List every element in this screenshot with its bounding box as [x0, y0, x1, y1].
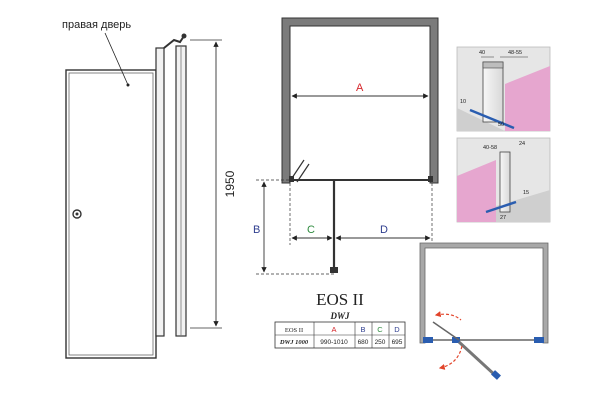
- spec-header-model: EOS II: [285, 327, 303, 334]
- spec-header-a: A: [331, 325, 336, 334]
- spec-table: EOS II A B C D DWJ 1000 990-1010 680 250…: [274, 321, 406, 349]
- door-panel-inner: [68, 72, 154, 356]
- front-view: правая дверь 1950: [62, 19, 237, 359]
- detail-mid-value-4: 27: [500, 215, 506, 221]
- detail-top-value-4: 50: [498, 122, 504, 128]
- detail-mid-value-2: 24: [519, 141, 525, 147]
- detail-mid-value-1: 40-58: [483, 145, 497, 151]
- detail-mid-wall-pink: [457, 160, 496, 222]
- detail-top-value-3: 10: [460, 99, 466, 105]
- plan-door-end: [330, 267, 338, 273]
- detail-top-profile: [482, 61, 504, 123]
- product-name: EOS II: [316, 290, 364, 309]
- spec-cell-d: 695: [392, 339, 403, 346]
- swing-hinge-right: [534, 337, 544, 343]
- swing-door-inward: [432, 321, 460, 341]
- swing-hinge-left: [423, 337, 433, 343]
- swing-walls: [419, 242, 549, 344]
- top-bracket: [163, 35, 185, 49]
- door-label: правая дверь: [62, 19, 131, 31]
- swing-door-end: [491, 370, 501, 380]
- spec-cell-a: 990-1010: [320, 339, 348, 346]
- product-code: DWJ: [329, 311, 350, 321]
- dim-d-label: D: [380, 224, 388, 236]
- door-label-leader: [104, 32, 129, 86]
- spec-cell-c: 250: [375, 339, 386, 346]
- detail-mid-profile: [499, 151, 511, 213]
- plan-wall-clip-right: [428, 176, 433, 182]
- plan-walls: [281, 17, 439, 184]
- detail-top-profile-cap: [482, 61, 504, 69]
- dim-c-label: C: [307, 224, 315, 236]
- dim-a-label: A: [356, 82, 364, 94]
- swing-door-open: [457, 340, 498, 378]
- spec-header-d: D: [394, 325, 400, 334]
- fixed-profile: [155, 47, 165, 337]
- detail-top-value-2: 48-55: [508, 50, 522, 56]
- height-value: 1950: [223, 170, 237, 197]
- spec-header-c: C: [377, 325, 383, 334]
- detail-mid: 40-58 24 15 27: [456, 137, 551, 223]
- plan-hinge-bar: [291, 159, 305, 179]
- door-handle-center: [75, 212, 79, 216]
- swing-hinge-mid: [452, 337, 460, 343]
- plan-hinge-bar2: [296, 163, 310, 183]
- spec-cell-model: DWJ 1000: [279, 339, 309, 346]
- swing-view: [419, 242, 549, 380]
- swing-arc-inward: [434, 311, 462, 321]
- plan-view: A B C D: [253, 17, 439, 275]
- plan-wall-clip-left: [289, 176, 294, 182]
- detail-mid-glass: [485, 200, 517, 214]
- bracket-knob: [181, 33, 187, 39]
- detail-top-value-1: 40: [479, 50, 485, 56]
- detail-top-floor: [457, 108, 505, 131]
- door-label-dot: [126, 83, 130, 87]
- spec-cell-b: 680: [358, 339, 369, 346]
- detail-mid-value-3: 15: [523, 190, 529, 196]
- detail-top-glass: [469, 108, 515, 130]
- detail-top-wall-pink: [505, 66, 550, 131]
- swing-arc-outward: [438, 345, 463, 370]
- spec-header-b: B: [360, 325, 365, 334]
- detail-top: 40 48-55 10 50: [456, 46, 551, 132]
- dim-b-label: B: [253, 224, 260, 236]
- detail-mid-floor: [496, 190, 550, 222]
- product-title: EOS II DWJ: [316, 290, 364, 321]
